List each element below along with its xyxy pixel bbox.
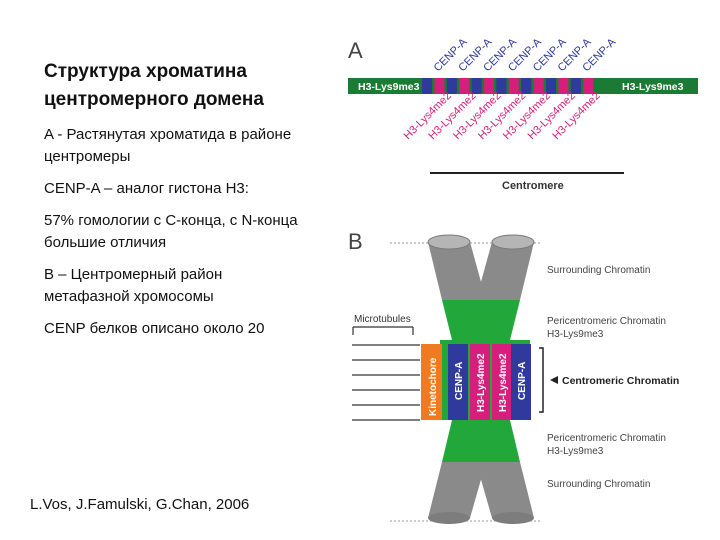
paragraph-homology-line-2: большие отличия (44, 234, 167, 251)
cenp-a-label-row: CENP-ACENP-ACENP-ACENP-ACENP-ACENP-ACENP… (432, 36, 619, 74)
h3k4-block (484, 78, 494, 94)
slide-title: Структура хроматина центромерного домена (44, 58, 344, 114)
chromatid-top-left (427, 234, 486, 300)
chromatid-bottom-right (476, 462, 534, 524)
pericentromeric-top-sublabel: H3-Lys9me3 (547, 329, 604, 340)
paragraph-count: CENP белков описано около 20 (44, 320, 265, 337)
cenp-a-band-2-label: CENP-A (517, 362, 528, 400)
centromere-label: Centromere (502, 180, 564, 192)
h3k4-block (558, 78, 569, 94)
h3k4-block (459, 78, 470, 94)
paragraph-homology: 57% гомологии с С-конца, с N-конца больш… (44, 210, 344, 254)
cenp-a-block (546, 78, 556, 94)
chromatid-top-right (476, 234, 535, 300)
paragraph-b-line-1: B – Центромерный район (44, 266, 223, 283)
cenp-a-block (570, 78, 581, 94)
microtubules (352, 326, 420, 421)
paragraph-b: B – Центромерный район метафазной хромос… (44, 264, 344, 308)
bar-right-label: H3-Lys9me3 (622, 81, 684, 93)
h3k4-block (583, 78, 594, 94)
bar-left-label: H3-Lys9me3 (358, 81, 420, 93)
h3k4-band-2-label: H3-Lys4me2 (498, 353, 509, 412)
centromeric-bracket (539, 347, 544, 413)
title-line-1: Структура хроматина (44, 61, 247, 82)
kinetochore-band (421, 344, 442, 420)
pericentromeric-bottom-label: Pericentromeric Chromatin (547, 433, 666, 444)
kinetochore-label: Kinetochore (428, 357, 439, 416)
cenp-a-band-1 (448, 344, 468, 420)
cenp-a-band-1-label: CENP-A (454, 362, 465, 400)
chromatin-blocks (422, 78, 594, 94)
cenp-a-block (471, 78, 482, 94)
title-line-2: центромерного домена (44, 89, 264, 110)
cenp-a-block (521, 78, 532, 94)
surrounding-bottom-label: Surrounding Chromatin (547, 479, 650, 490)
paragraph-a: A - Растянутая хроматида в районе центро… (44, 124, 344, 168)
centromeric-label: Centromeric Chromatin (562, 375, 679, 387)
pericentromeric-bottom-sublabel: H3-Lys9me3 (547, 446, 604, 457)
surrounding-top-label: Surrounding Chromatin (547, 265, 650, 276)
h3k4-band-1 (470, 344, 490, 420)
bracket-arrow-icon (550, 376, 558, 384)
h3k4-block (533, 78, 544, 94)
h3k4-block (508, 78, 519, 94)
paragraph-b-line-2: метафазной хромосомы (44, 288, 214, 305)
cenp-a-band-2 (511, 344, 531, 420)
paragraph-a-line-1: A - Растянутая хроматида в районе (44, 126, 292, 143)
pericentromeric-bottom-right (466, 420, 520, 462)
paragraph-homology-line-1: 57% гомологии с С-конца, с N-конца (44, 212, 298, 229)
panel-a-label: A (348, 38, 363, 63)
h3k4-band-1-label: H3-Lys4me2 (476, 353, 487, 412)
panel-b-label: B (348, 229, 363, 254)
citation: L.Vos, J.Famulski, G.Chan, 2006 (30, 496, 250, 513)
pericentromeric-top-label: Pericentromeric Chromatin (547, 316, 666, 327)
chromatid-bottom-left (428, 462, 486, 524)
paragraph-cenp: CENP-A – аналог гистона H3: (44, 180, 249, 197)
paragraph-a-line-2: центромеры (44, 148, 131, 165)
cenp-a-block (422, 78, 432, 94)
h3k4-block (434, 78, 445, 94)
h3k4-label-row: H3-Lys4me2H3-Lys4me2H3-Lys4me2H3-Lys4me2… (402, 90, 603, 142)
cenp-a-block (496, 78, 507, 94)
microtubules-label: Microtubules (354, 314, 411, 325)
h3k4-band-2 (492, 344, 512, 420)
pericentromeric-top-right (466, 300, 520, 340)
cenp-a-block (446, 78, 457, 94)
